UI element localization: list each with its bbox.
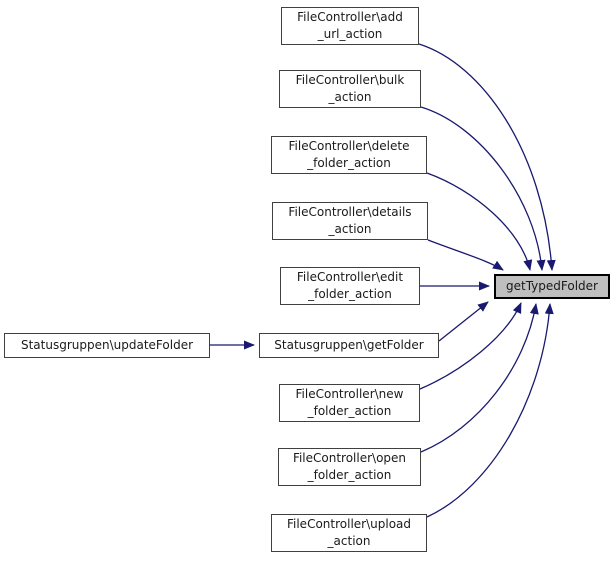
node-label-line: FileController\edit xyxy=(296,270,404,284)
edge-bulk-to-gettypedfolder xyxy=(420,106,546,271)
node-new-folder-action[interactable]: FileController\new _folder_action xyxy=(279,384,420,422)
edge-open-to-gettypedfolder xyxy=(420,303,539,453)
node-label-line: _folder_action xyxy=(307,468,392,482)
node-label-line: _action xyxy=(327,534,371,548)
node-label-line: _folder_action xyxy=(307,156,391,170)
node-label-line: getTypedFolder xyxy=(506,279,598,293)
node-bulk-action[interactable]: FileController\bulk _action xyxy=(279,70,421,108)
node-details-action[interactable]: FileController\details _action xyxy=(272,202,428,240)
node-edit-folder-action[interactable]: FileController\edit _folder_action xyxy=(280,267,420,305)
node-open-folder-action[interactable]: FileController\open _folder_action xyxy=(278,448,421,486)
node-getfolder[interactable]: Statusgruppen\getFolder xyxy=(259,333,439,358)
edge-upload-to-gettypedfolder xyxy=(426,303,554,518)
node-label-line: _url_action xyxy=(317,27,383,41)
node-label-line: _action xyxy=(328,90,372,104)
edge-details-to-gettypedfolder xyxy=(427,239,504,271)
node-label-line: _folder_action xyxy=(308,287,392,301)
node-label-line: FileController\open xyxy=(292,451,407,465)
node-label-line: FileController\details xyxy=(288,205,412,219)
node-label-line: FileController\bulk xyxy=(295,73,405,87)
node-updatefolder[interactable]: Statusgruppen\updateFolder xyxy=(4,333,210,358)
edge-delete-to-gettypedfolder xyxy=(426,172,533,271)
node-label-line: FileController\add xyxy=(297,10,403,24)
node-label-line: Statusgruppen\updateFolder xyxy=(20,338,194,352)
node-gettypedfolder: getTypedFolder xyxy=(494,274,610,299)
edge-getfolder-to-gettypedfolder xyxy=(438,301,489,342)
node-label-line: FileController\upload xyxy=(286,517,412,531)
node-label-line: _action xyxy=(328,222,372,236)
node-add-url-action[interactable]: FileController\add _url_action xyxy=(281,7,419,45)
node-label-line: FileController\delete xyxy=(288,139,410,153)
node-delete-folder-action[interactable]: FileController\delete _folder_action xyxy=(271,136,427,174)
node-label-line: Statusgruppen\getFolder xyxy=(274,338,424,352)
node-upload-action[interactable]: FileController\upload _action xyxy=(271,514,427,552)
node-label-line: _folder_action xyxy=(307,404,392,418)
edge-add-url-to-gettypedfolder xyxy=(418,43,556,271)
node-label-line: FileController\new xyxy=(295,387,404,401)
